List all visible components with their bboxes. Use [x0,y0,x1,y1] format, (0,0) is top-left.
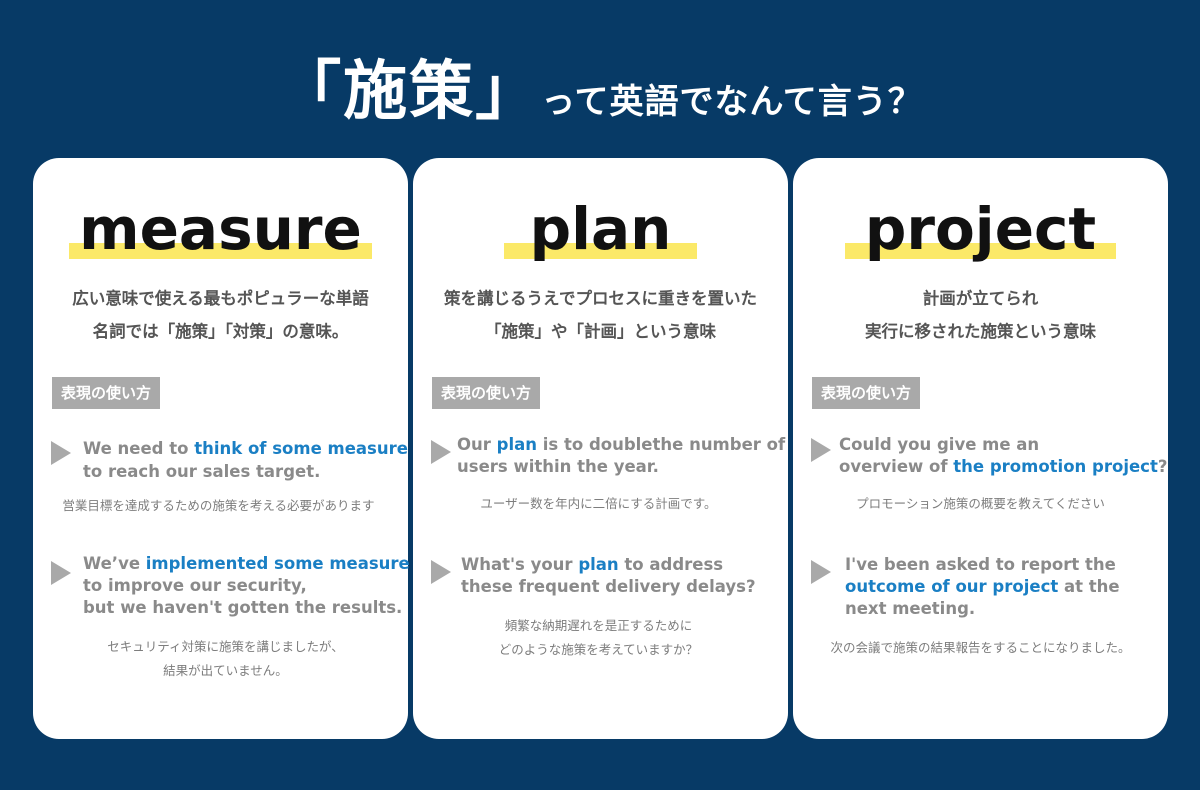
triangle-bullet-icon [51,561,71,585]
triangle-bullet-icon [431,560,451,584]
example-en-line-2: these frequent delivery delays? [461,577,756,596]
example-ja: 次の会議で施策の結果報告をすることになりました。 [830,640,1131,655]
example-en-line-1: I've been asked to report the [845,555,1116,574]
highlight-bar [503,243,698,259]
example-ja: セキュリティ対策に施策を講じましたが、 [107,639,344,654]
card-project: project 計画が立てられ 実行に移された施策という意味 表現の使い方 Co… [793,158,1168,739]
usage-label: 表現の使い方 [52,377,161,409]
example-en-line-3: but we haven't gotten the results. [83,598,403,617]
keyword: project [844,196,1117,262]
example-ja-line-2: 結果が出ていません。 [163,663,288,678]
title-main: 「施策」 [277,55,542,129]
triangle-bullet-icon [431,440,451,464]
highlight-bar [69,243,372,259]
title-sub: って英語でなんて言う？ [541,82,923,122]
example-ja: 営業目標を達成するための施策を考える必要があります [62,498,375,513]
definition: 広い意味で使える最もポピュラーな単語 名詞では「施策」「対策」の意味。 [72,289,369,341]
card-measure: measure 広い意味で使える最もポピュラーな単語 名詞では「施策」「対策」の… [33,158,410,739]
example-ja-line-2: どのような施策を考えていますか？ [498,642,699,657]
example-en-line-1: What's your plan to address [461,555,724,574]
example-ja: 頻繁な納期遅れを是正するために [504,618,693,633]
example-en-line-2: overview of the promotion project? [839,457,1168,476]
example-en-line-2: outcome of our project at the [845,577,1120,596]
triangle-bullet-icon [811,560,831,584]
highlight-bar [844,243,1117,259]
example-en-line-1: Our plan is to doublethe number of [457,435,786,454]
page-title: 「施策」って英語でなんて言う？ [0,40,1200,132]
usage-label: 表現の使い方 [432,377,541,409]
example-en-line-2: to improve our security, [83,576,307,595]
card-plan: plan 策を講じるうえでプロセスに重きを置いた 「施策」や「計画」という意味 … [413,158,788,739]
keyword: measure [69,196,372,262]
triangle-bullet-icon [51,441,71,465]
example-en-line-2: users within the year. [457,457,659,476]
example-en-line-1: We’ve implemented some measure [83,554,410,573]
example-en-line-1: Could you give me an [839,435,1040,454]
example-en-line-2: to reach our sales target. [83,462,321,481]
example-ja: ユーザー数を年内に二倍にする計画です。 [480,496,717,511]
definition: 策を講じるうえでプロセスに重きを置いた 「施策」や「計画」という意味 [443,289,757,341]
keyword: plan [503,196,698,262]
triangle-bullet-icon [811,438,831,462]
example-en-line-1: We need to think of some measure [83,439,408,458]
usage-label: 表現の使い方 [812,377,921,409]
example-en-line-3: next meeting. [845,599,976,618]
definition: 計画が立てられ 実行に移された施策という意味 [865,289,1096,341]
example-ja: プロモーション施策の概要を教えてください [856,496,1105,511]
